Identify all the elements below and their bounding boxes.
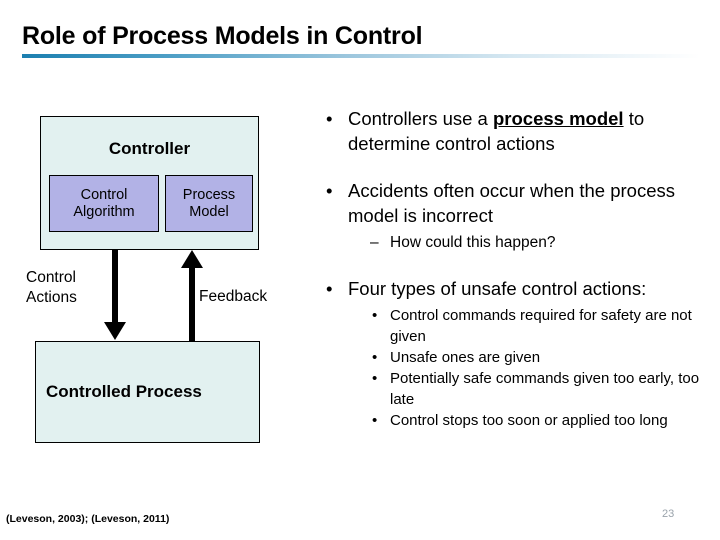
controlled-process-box: Controlled Process xyxy=(35,341,260,443)
bullet-text-1-emphasis: process model xyxy=(492,108,624,129)
feedback-arrow-shaft xyxy=(189,266,195,341)
process-model-label-line2: Model xyxy=(189,203,229,220)
bullet-marker-dot-icon: • xyxy=(326,278,333,299)
bullet-item-2: • Accidents often occur when the process… xyxy=(318,178,712,254)
bullet-subitem-3-3: • Potentially safe commands given too ea… xyxy=(348,368,712,410)
bullet-subitem-3-2: • Unsafe ones are given xyxy=(348,347,712,368)
bullet-subitem-2-1: – How could this happen? xyxy=(348,232,712,254)
bullet-marker-dot-icon: • xyxy=(372,307,378,324)
title-underline-rule xyxy=(22,54,700,58)
bullet-marker-dash-icon: – xyxy=(370,234,379,251)
bullet-marker-dot-icon: • xyxy=(372,349,378,366)
control-actions-arrow-head-icon xyxy=(104,322,126,340)
bullet-item-1: • Controllers use a process model to det… xyxy=(318,106,712,156)
bullet-marker-dot-icon: • xyxy=(326,180,333,201)
bullet-text-1-after: to determine control actions xyxy=(348,108,645,154)
feedback-arrow-head-icon xyxy=(181,250,203,268)
page-number: 23 xyxy=(662,508,675,520)
process-model-label: Process Model xyxy=(183,187,235,221)
control-algorithm-label: Control Algorithm xyxy=(73,187,134,221)
bullet-text-1-before: Controllers use a xyxy=(348,108,493,129)
bullet-list-region: • Controllers use a process model to det… xyxy=(318,106,712,439)
controller-box: Controller Control Algorithm Process Mod… xyxy=(40,116,259,250)
bullet-list: • Controllers use a process model to det… xyxy=(318,106,712,431)
bullet-sublist-3: • Control commands required for safety a… xyxy=(348,305,712,431)
bullet-subitem-3-4: • Control stops too soon or applied too … xyxy=(348,410,712,431)
bullet-subtext-2-1: How could this happen? xyxy=(390,234,556,251)
citation-footer: (Leveson, 2003); (Leveson, 2011) xyxy=(6,513,170,525)
bullet-marker-dot-icon: • xyxy=(372,412,378,429)
process-model-label-line1: Process xyxy=(182,186,236,203)
control-loop-diagram: Controller Control Algorithm Process Mod… xyxy=(0,0,300,540)
control-actions-label-line2: Actions xyxy=(26,289,77,306)
bullet-subtext-3-1: Control commands required for safety are… xyxy=(390,307,692,345)
feedback-label: Feedback xyxy=(199,288,268,305)
control-actions-label-line1: Control xyxy=(26,269,76,286)
control-algorithm-box: Control Algorithm xyxy=(49,175,159,232)
process-model-box: Process Model xyxy=(165,175,253,232)
bullet-text-3: Four types of unsafe control actions: xyxy=(348,278,647,299)
bullet-item-3: • Four types of unsafe control actions: … xyxy=(318,276,712,431)
page-title: Role of Process Models in Control xyxy=(22,22,423,50)
bullet-text-2: Accidents often occur when the process m… xyxy=(348,180,676,226)
control-algorithm-label-line2: Algorithm xyxy=(73,203,135,220)
bullet-subtext-3-2: Unsafe ones are given xyxy=(390,349,541,366)
bullet-marker-dot-icon: • xyxy=(326,108,333,129)
bullet-subtext-3-3: Potentially safe commands given too earl… xyxy=(390,370,700,408)
bullet-sublist-2: – How could this happen? xyxy=(348,232,712,254)
bullet-subitem-3-1: • Control commands required for safety a… xyxy=(348,305,712,347)
controller-label: Controller xyxy=(108,139,191,158)
bullet-subtext-3-4: Control stops too soon or applied too lo… xyxy=(390,412,668,429)
controlled-process-label: Controlled Process xyxy=(46,382,202,401)
control-actions-label: Control Actions xyxy=(26,268,77,308)
bullet-marker-dot-icon: • xyxy=(372,370,378,387)
control-actions-arrow-shaft xyxy=(112,250,118,325)
control-algorithm-label-line1: Control xyxy=(80,186,128,203)
